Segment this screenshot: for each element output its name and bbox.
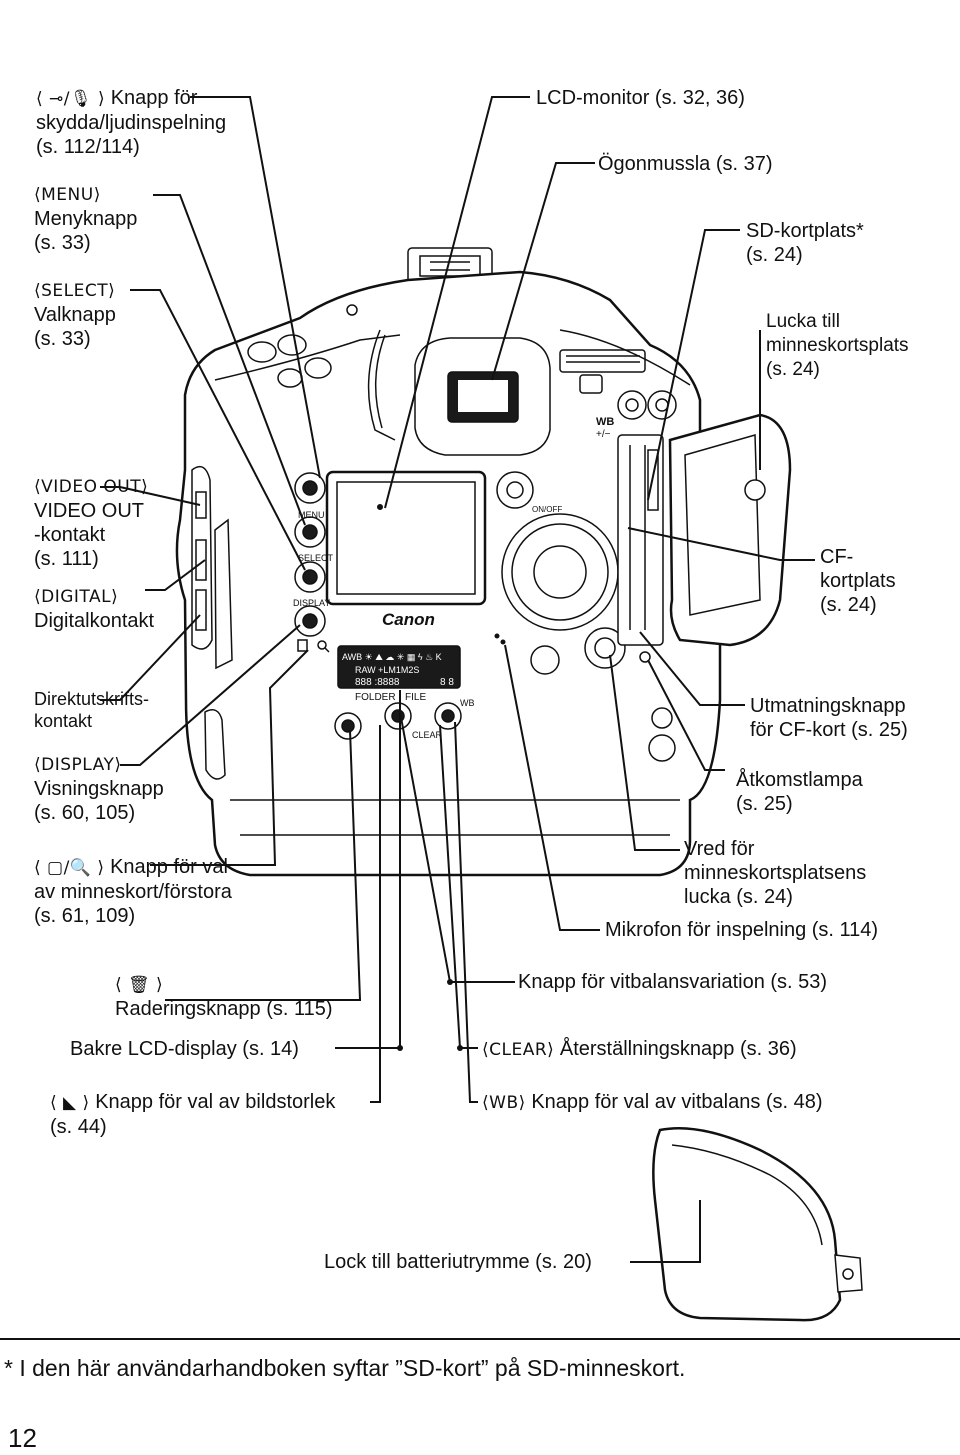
erase-text: Raderingsknapp (s. 115) (115, 998, 333, 1020)
brand-logo: Canon (382, 610, 435, 629)
slot-cover-dial-callout: Vred för minneskortsplatsens lucka (s. 2… (684, 838, 867, 908)
card-magnify-icon: ⟨ ▢/🔍 ⟩ (34, 858, 105, 878)
battery-cover-drawing (652, 1127, 863, 1322)
lcd-monitor (325, 470, 487, 606)
lcd-row-1: AWB ☀ ⛰ ☁ ✳ ▦ ϟ ♨ K (342, 652, 442, 662)
page-number: 12 (8, 1423, 37, 1453)
video-out-text: VIDEO OUT -kontakt (s. 111) (34, 500, 145, 570)
video-out-symbol: ⟨VIDEO OUT⟩ (34, 477, 149, 497)
folder-label: FOLDER (355, 692, 396, 703)
display-button-label: DISPLAY (293, 598, 330, 608)
protect-button-label: ⟨ ⊸/🎙 ⟩ Knapp för skydda/ljudinspelning … (36, 86, 226, 159)
access-lamp-callout: Åtkomstlampa (s. 25) (736, 769, 863, 815)
image-size-icon: ⟨ ◣ ⟩ (50, 1093, 90, 1113)
card-slot-cover-callout: Lucka till minneskortsplats (s. 24) (766, 311, 909, 380)
bottom-button-row: CLEAR WB (334, 698, 475, 740)
select-symbol: ⟨SELECT⟩ (34, 281, 116, 301)
select-button-callout: ⟨SELECT⟩ Valknapp (s. 33) (34, 278, 116, 351)
lcd-row-2b: 888 :8888 (355, 677, 400, 688)
lcd-row-2a: RAW +LM1M2S (355, 665, 419, 675)
card-slot-area (617, 413, 792, 647)
bottom-grip (230, 799, 680, 836)
on-off-label: ON/OFF (532, 505, 562, 514)
clear-button-label: CLEAR (412, 730, 443, 740)
lcd-monitor-callout: LCD-monitor (s. 32, 36) (536, 87, 745, 109)
top-left-buttons (247, 304, 358, 388)
clear-text: Återställningsknapp (s. 36) (559, 1038, 797, 1060)
rear-lcd-panel: Canon AWB ☀ ⛰ ☁ ✳ ▦ ϟ ♨ K RAW +LM1M2S 88… (337, 610, 461, 703)
viewfinder (367, 329, 551, 456)
wb-pm-label: WB (596, 416, 614, 428)
leader-lines-left (100, 96, 403, 1103)
cf-slot-callout: CF- kortplats (s. 24) (820, 546, 896, 616)
left-button-column: MENU SELECT DISPLAY (293, 472, 334, 653)
menu-button-label: MENU (298, 510, 325, 520)
image-size-callout: ⟨ ◣ ⟩ Knapp för val av bildstorlek (s. 4… (50, 1090, 335, 1139)
terminal-covers (191, 465, 233, 780)
wb-text: Knapp för val av vitbalans (s. 48) (531, 1091, 823, 1113)
wb-button-callout: ⟨WB⟩ Knapp för val av vitbalans (s. 48) (482, 1090, 823, 1115)
erase-button-callout: ⟨ 🗑 ⟩ Raderingsknapp (s. 115) (115, 972, 333, 1021)
lower-right-controls (494, 627, 676, 762)
file-label: FILE (405, 692, 426, 703)
eyecup-callout: Ögonmussla (s. 37) (598, 153, 773, 175)
footnote: * I den här användarhandboken syftar ”SD… (4, 1355, 686, 1381)
card-magnify-text: Knapp för val av minneskort/förstora (s.… (34, 856, 232, 927)
microphone-callout: Mikrofon för inspelning (s. 114) (605, 919, 879, 941)
display-button-callout: ⟨DISPLAY⟩ Visningsknapp (s. 60, 105) (34, 752, 164, 825)
wb-pm-sign: +/− (596, 429, 611, 440)
protect-button-text: Knapp för skydda/ljudinspelning (s. 112/… (36, 87, 227, 158)
display-text: Visningsknapp (s. 60, 105) (34, 778, 164, 824)
leader-lines-right (384, 96, 815, 1263)
sd-slot-callout: SD-kortplats* (s. 24) (746, 220, 864, 266)
menu-button-callout: ⟨MENU⟩ Menyknapp (s. 33) (34, 182, 137, 255)
clear-button-callout: ⟨CLEAR⟩ Återställningsknapp (s. 36) (482, 1037, 797, 1062)
select-button-label: SELECT (298, 553, 334, 563)
select-text: Valknapp (s. 33) (34, 304, 116, 350)
digital-text: Digitalkontakt (34, 610, 155, 632)
wb-button-label: WB (460, 698, 475, 708)
digital-symbol: ⟨DIGITAL⟩ (34, 587, 119, 607)
rear-lcd-callout: Bakre LCD-display (s. 14) (70, 1038, 299, 1060)
direct-print-callout: Direktutskrifts- kontakt (34, 689, 150, 731)
image-size-text: Knapp för val av bildstorlek (s. 44) (50, 1091, 336, 1138)
erase-icon: ⟨ 🗑 ⟩ (115, 975, 164, 995)
battery-cover-callout: Lock till batteriutrymme (s. 20) (324, 1251, 592, 1273)
quick-control-dial: ON/OFF (496, 471, 619, 631)
footnote-rule (0, 1338, 960, 1340)
wb-symbol: ⟨WB⟩ (482, 1093, 526, 1113)
wb-bracketing-callout: Knapp för vitbalansvariation (s. 53) (518, 971, 828, 993)
digital-terminal-callout: ⟨DIGITAL⟩ Digitalkontakt (34, 584, 154, 633)
display-symbol: ⟨DISPLAY⟩ (34, 755, 122, 775)
menu-text: Menyknapp (s. 33) (34, 208, 138, 254)
cf-eject-callout: Utmatningsknapp för CF-kort (s. 25) (750, 695, 908, 741)
protect-mic-icon: ⟨ ⊸/🎙 ⟩ (36, 89, 106, 109)
card-magnify-callout: ⟨ ▢/🔍 ⟩ Knapp för val av minneskort/förs… (34, 855, 232, 928)
menu-symbol: ⟨MENU⟩ (34, 185, 101, 205)
lcd-row-2c: 8 8 (440, 677, 454, 688)
video-out-callout: ⟨VIDEO OUT⟩ VIDEO OUT -kontakt (s. 111) (34, 474, 148, 571)
clear-symbol: ⟨CLEAR⟩ (482, 1040, 555, 1060)
